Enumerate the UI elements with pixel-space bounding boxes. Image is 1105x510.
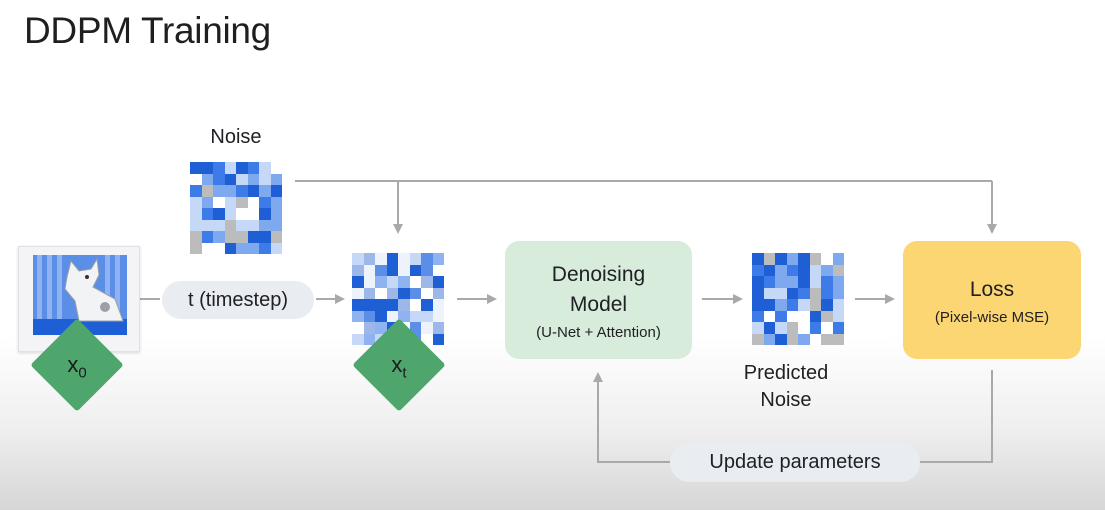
- noise-image: [190, 162, 282, 254]
- xt-var: x: [391, 352, 403, 377]
- loss-title: Loss: [969, 277, 1015, 301]
- feedback-right-line: [920, 370, 993, 463]
- predicted-noise-label: Predicted Noise: [716, 360, 856, 414]
- model-title-line2: Model: [569, 292, 628, 316]
- model-title-line1: Denoising: [551, 262, 646, 286]
- x0-image: [18, 246, 140, 352]
- x0-var: x: [67, 352, 79, 377]
- xt-subscript: t: [402, 364, 407, 382]
- noise-label: Noise: [210, 126, 262, 148]
- x0-subscript: 0: [78, 364, 87, 382]
- update-parameters-pill: Update parameters: [670, 443, 920, 482]
- loss-subtitle: (Pixel-wise MSE): [934, 308, 1050, 326]
- predicted-noise-image: [752, 253, 844, 345]
- predicted-line1: Predicted: [743, 362, 829, 384]
- loss-box: Loss (Pixel-wise MSE): [903, 241, 1081, 359]
- page-title: DDPM Training: [24, 10, 271, 51]
- xt-label: xt: [354, 352, 444, 381]
- predicted-line2: Noise: [760, 389, 812, 411]
- dog-image-icon: [33, 255, 127, 335]
- x0-label: x0: [32, 352, 122, 381]
- timestep-pill: t (timestep): [162, 281, 314, 319]
- arrow-feedback-to-model: [593, 372, 670, 463]
- model-subtitle: (U-Net + Attention): [536, 323, 661, 341]
- denoising-model-box: Denoising Model (U-Net + Attention): [505, 241, 692, 359]
